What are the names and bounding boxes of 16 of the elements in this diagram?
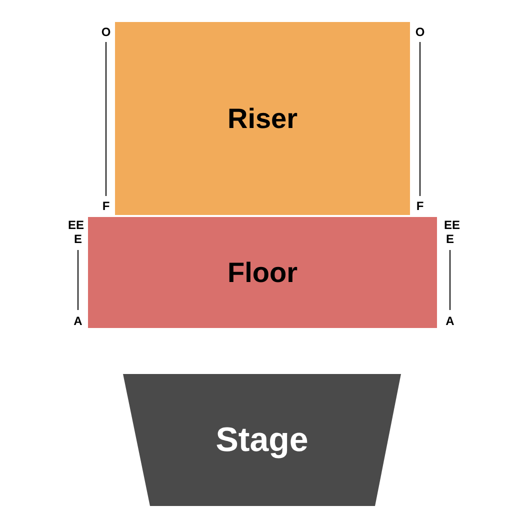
section-label: Riser <box>227 102 298 134</box>
row-label: F <box>416 200 424 212</box>
section-label: Floor <box>228 256 298 288</box>
row-label: O <box>415 26 425 38</box>
stage-shape <box>123 374 401 506</box>
row-label: A <box>74 315 82 327</box>
row-label: A <box>446 315 454 327</box>
row-label: EE <box>444 219 460 231</box>
row-label: O <box>101 26 111 38</box>
section-label: Stage <box>216 420 308 460</box>
row-label: E <box>74 233 82 245</box>
riser-section <box>115 22 410 215</box>
row-label: E <box>446 233 454 245</box>
row-label: F <box>102 200 110 212</box>
row-label: EE <box>68 219 84 231</box>
floor-section <box>88 217 437 328</box>
